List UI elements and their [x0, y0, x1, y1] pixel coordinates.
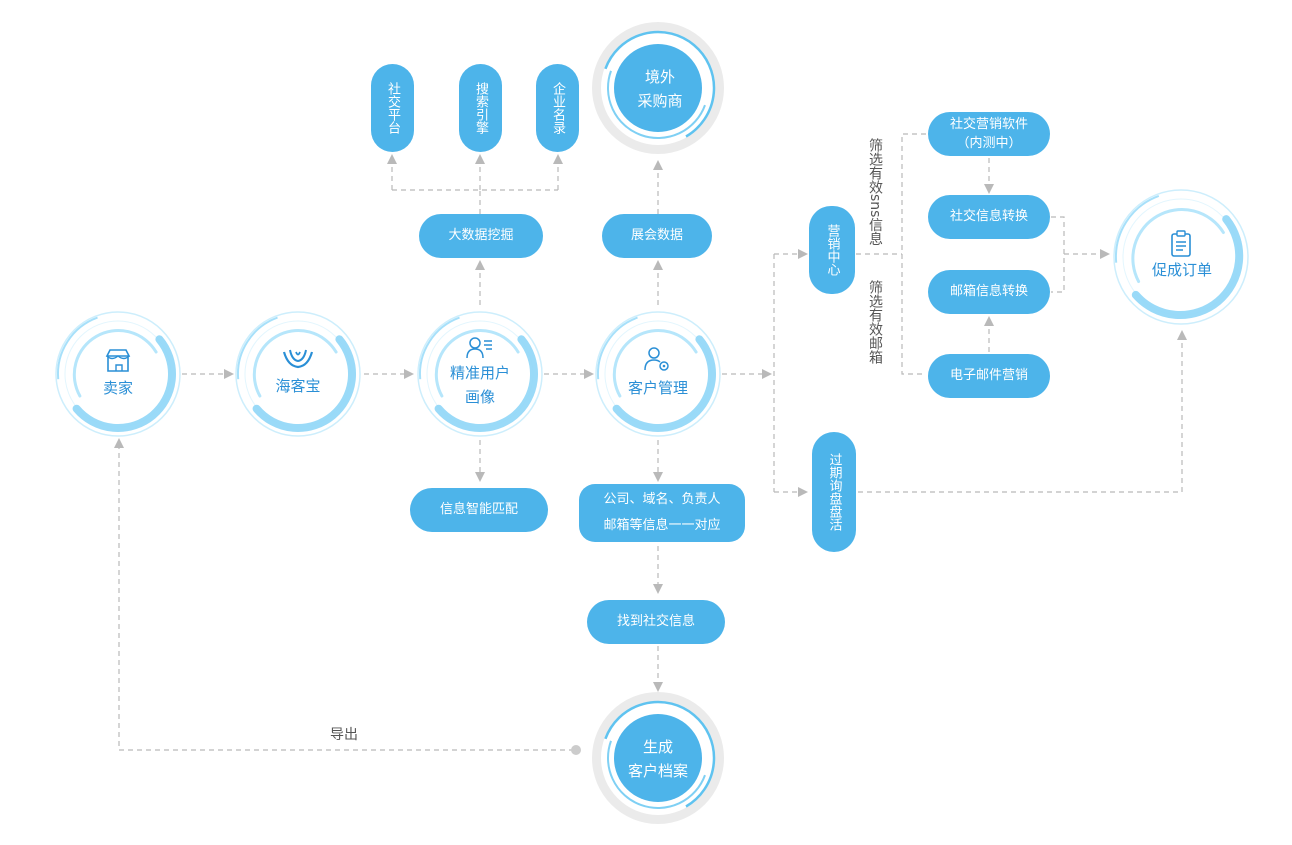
- find-social-pill[interactable]: 找到社交信息: [587, 600, 725, 644]
- haikebao-thick-arc: [252, 335, 357, 433]
- big-data-mining-label: 大数据挖掘: [448, 228, 514, 243]
- seller-thick-arc: [72, 335, 177, 433]
- customer-archive-label: 生成 客户档案: [627, 738, 688, 780]
- promote-order-accent-arc: [1114, 194, 1160, 263]
- promote-order-thick-arc: [1131, 215, 1244, 320]
- profiling-node-label: 精准用户 画像: [430, 360, 530, 410]
- customer-archive-mid-arc: [606, 740, 706, 809]
- customer-mgmt-node-label: 客户管理: [608, 376, 708, 400]
- promote-order-node-label: 促成订单: [1130, 258, 1234, 282]
- customer-mgmt-thin-arc: [612, 329, 698, 398]
- customer-settings-icon: [644, 347, 669, 371]
- profiling-thin-arc: [434, 329, 520, 398]
- circle-nodes: [55, 22, 1249, 824]
- seller-label: 卖家: [102, 379, 133, 397]
- customer-archive-core: [614, 714, 702, 802]
- big-data-mining-pill[interactable]: 大数据挖掘: [419, 214, 543, 258]
- search-engine-label: 搜索引擎: [473, 82, 488, 134]
- export-label: 导出: [330, 727, 358, 743]
- overseas-buyer-label: 境外 采购商: [637, 68, 683, 110]
- marketing-center-pill[interactable]: 营销中心: [809, 206, 855, 294]
- enterprise-directory-pill[interactable]: 企业名录: [536, 64, 579, 152]
- seller-thin-arc: [72, 329, 158, 398]
- arrow-export-to-seller: [114, 438, 574, 751]
- user-profile-icon: [466, 337, 492, 359]
- connectors: [114, 133, 1187, 751]
- haikebao-thin-arc: [252, 329, 338, 398]
- smart-match-pill[interactable]: 信息智能匹配: [410, 488, 548, 532]
- expired-inquiry-label: 过期询盘盘活: [826, 453, 842, 531]
- search-engine-pill[interactable]: 搜索引擎: [459, 64, 502, 152]
- filter-sns-label: 筛选有效sns信息: [867, 138, 883, 246]
- email-convert-label: 邮箱信息转换: [949, 284, 1028, 299]
- export-dot: [571, 745, 581, 755]
- smart-match-label: 信息智能匹配: [439, 502, 518, 517]
- haikebao-accent-arc: [236, 316, 278, 380]
- filter-email-label: 筛选有效邮箱: [867, 280, 883, 364]
- exhibition-data-label: 展会数据: [630, 228, 683, 243]
- social-convert-label: 社交信息转换: [949, 209, 1028, 224]
- social-software-label: 社交营销软件 （内测中）: [949, 117, 1028, 151]
- overseas-buyer-outer-arc: [604, 30, 716, 138]
- profiling-thick-arc: [434, 335, 539, 433]
- marketing-center-label: 营销中心: [824, 224, 840, 276]
- enterprise-directory-label: 企业名录: [550, 82, 565, 134]
- clipboard-icon: [1171, 230, 1191, 257]
- overseas-buyer-mid-arc: [606, 70, 706, 139]
- overseas-buyer-core: [614, 44, 702, 132]
- arrow-expired-to-promote: [858, 330, 1187, 493]
- exhibition-data-pill[interactable]: 展会数据: [602, 214, 712, 258]
- haikebao-label: 海客宝: [275, 377, 321, 395]
- customer-mgmt-label: 客户管理: [627, 379, 688, 397]
- line-right-column-bracket: [901, 133, 926, 375]
- customer-archive-node-label: 生成 客户档案: [608, 734, 708, 784]
- find-social-label: 找到社交信息: [616, 614, 695, 629]
- customer-mgmt-thick-arc: [612, 335, 717, 433]
- line-converts-bracket: [1051, 216, 1065, 293]
- email-convert-pill[interactable]: 邮箱信息转换: [928, 270, 1050, 314]
- seller-accent-arc: [56, 316, 98, 380]
- haikebao-logo-icon: [282, 349, 314, 369]
- haikebao-node-label: 海客宝: [250, 374, 346, 398]
- company-info-pill[interactable]: 公司、域名、负责人 邮箱等信息一一对应: [579, 484, 745, 542]
- promote-order-label: 促成订单: [1151, 261, 1212, 279]
- email-marketing-label: 电子邮件营销: [949, 368, 1028, 383]
- overseas-buyer-node-label: 境外 采购商: [610, 64, 710, 114]
- social-convert-pill[interactable]: 社交信息转换: [928, 195, 1050, 239]
- email-marketing-pill[interactable]: 电子邮件营销: [928, 354, 1050, 398]
- social-software-pill[interactable]: 社交营销软件 （内测中）: [928, 112, 1050, 156]
- seller-node-label: 卖家: [70, 376, 166, 400]
- promote-order-thin-arc: [1131, 208, 1225, 283]
- social-platform-pill[interactable]: 社交平台: [371, 64, 414, 152]
- shop-icon: [105, 349, 131, 372]
- profiling-label: 精准用户 画像: [449, 364, 510, 406]
- company-info-label: 公司、域名、负责人 邮箱等信息一一对应: [603, 492, 721, 533]
- customer-archive-outer-arc: [604, 700, 716, 808]
- social-platform-label: 社交平台: [385, 82, 400, 134]
- profiling-accent-arc: [418, 316, 460, 380]
- expired-inquiry-pill[interactable]: 过期询盘盘活: [812, 432, 856, 552]
- customer-mgmt-accent-arc: [596, 316, 638, 380]
